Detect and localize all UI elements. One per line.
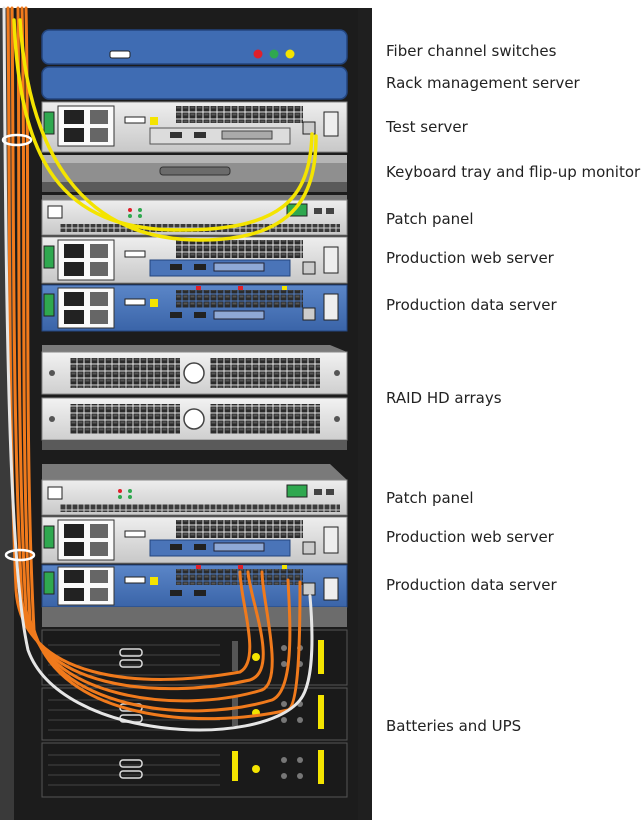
rack-management-server: [41, 66, 348, 100]
keyboard-tray: [42, 155, 347, 192]
production-web-server-2: [41, 516, 348, 564]
production-web-server-1: [41, 236, 348, 284]
label-test-server: Test server: [386, 118, 468, 136]
test-server: [41, 101, 348, 153]
label-production-web-server-2: Production web server: [386, 528, 554, 546]
raid-hd-arrays: [41, 345, 348, 450]
label-production-data-server-1: Production data server: [386, 296, 557, 314]
label-production-data-server-2: Production data server: [386, 576, 557, 594]
label-fiber-channel-switches: Fiber channel switches: [386, 42, 557, 60]
label-patch-panel-2: Patch panel: [386, 489, 474, 507]
white-cable: [2, 6, 314, 732]
fiber-channel-switch-1: [41, 29, 348, 65]
production-data-server-1: [41, 284, 348, 332]
batteries-ups: [41, 629, 348, 798]
label-batteries-ups: Batteries and UPS: [386, 717, 522, 735]
patch-panel-2: [41, 464, 348, 516]
led-yellow-icon: [285, 49, 295, 59]
label-raid-hd-arrays: RAID HD arrays: [386, 389, 502, 407]
led-green-icon: [269, 49, 279, 59]
label-keyboard-tray: Keyboard tray and flip-up monitor: [386, 163, 641, 181]
led-red-icon: [253, 49, 263, 59]
yellow-test-cables: [12, 18, 318, 242]
label-rack-management-server: Rack management server: [386, 74, 580, 92]
orange-network-cables: [6, 6, 302, 721]
cable-ties: [1, 133, 36, 562]
label-patch-panel-1: Patch panel: [386, 210, 474, 228]
label-production-web-server-1: Production web server: [386, 249, 554, 267]
production-data-server-2: [41, 564, 348, 627]
